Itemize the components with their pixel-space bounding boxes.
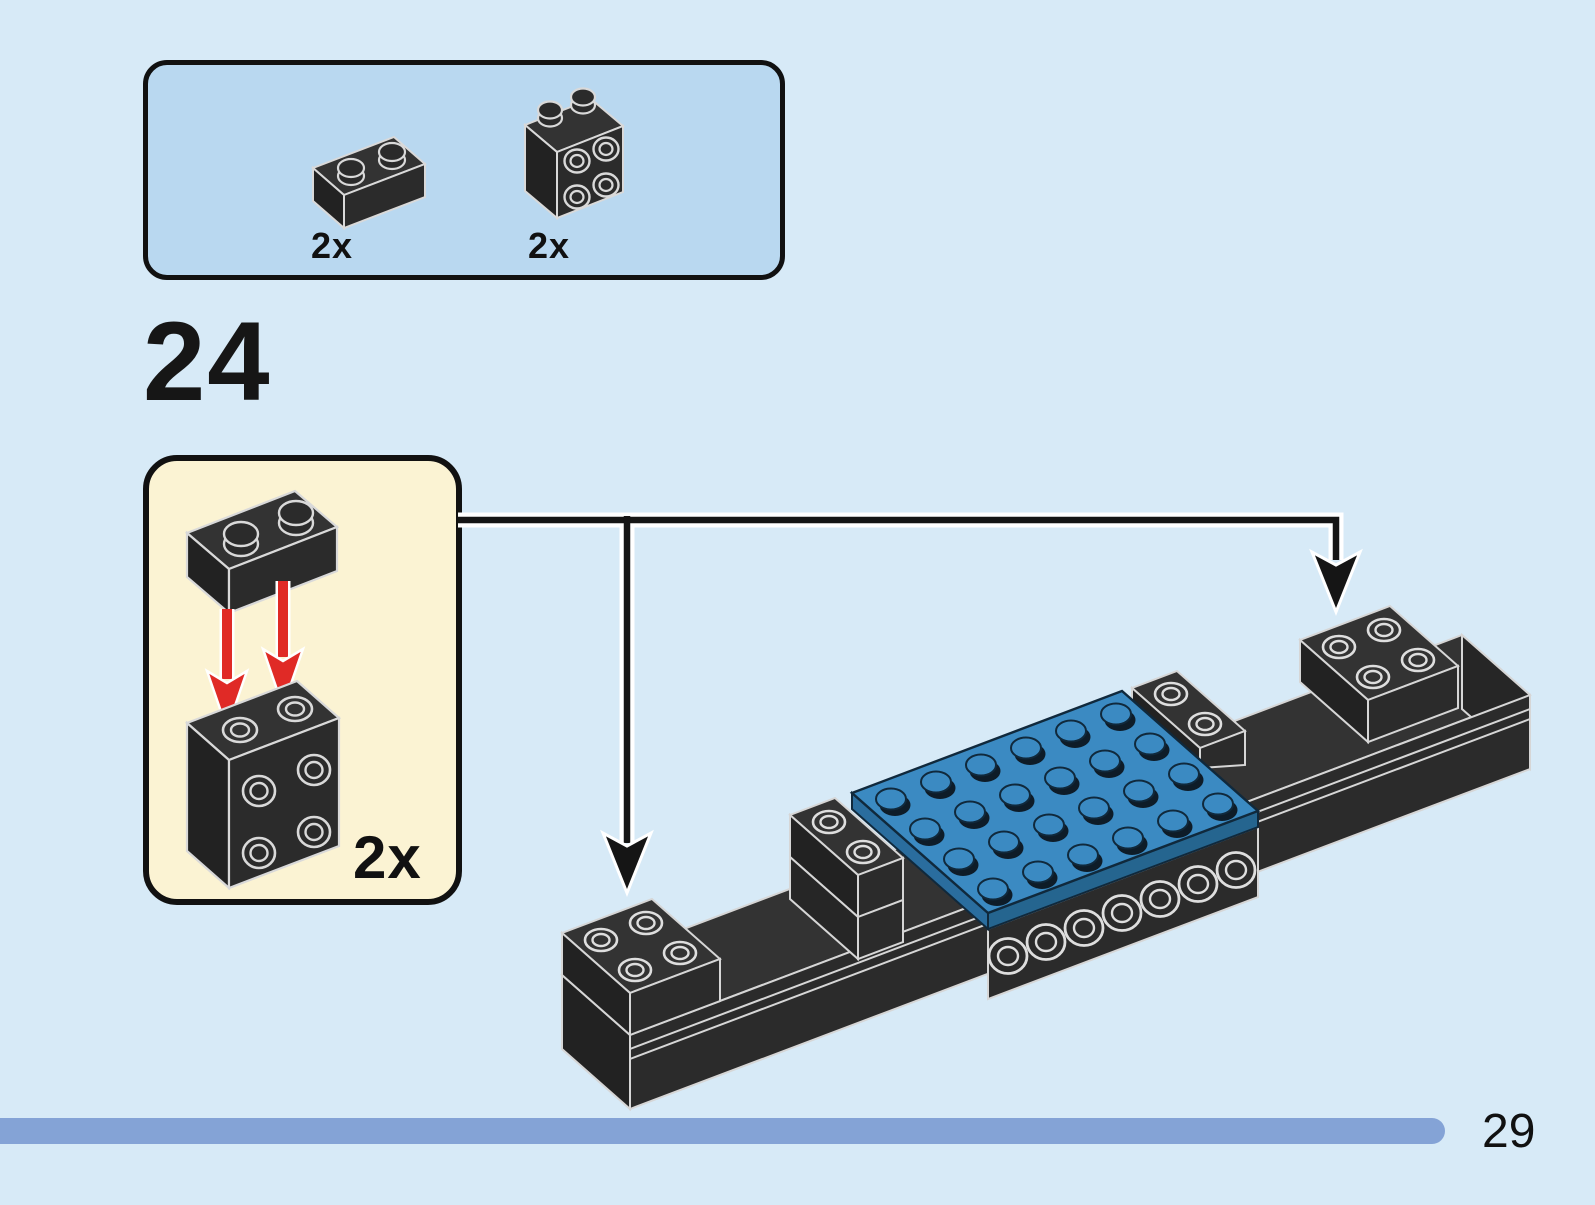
mid-left-side-stud-brick <box>788 796 905 962</box>
down-arrow-left <box>600 829 654 898</box>
red-down-arrow-right <box>260 581 306 711</box>
blue-plate-4x6 <box>849 689 1261 932</box>
assembly-callout-box: 2x <box>143 455 462 905</box>
callout-brick-side-studs-icon <box>184 679 342 891</box>
callout-diagram <box>184 489 342 891</box>
left-end-brick <box>560 897 722 1038</box>
parts-box-bricks <box>311 87 625 231</box>
side-stud-band <box>987 825 1259 1001</box>
parts-callout-box: 2x 2x <box>143 60 785 280</box>
callout-qty-label: 2x <box>353 824 422 891</box>
progress-bar <box>0 1118 1445 1144</box>
part-brick-1x2-icon <box>311 135 427 231</box>
connector-lines <box>458 512 1363 898</box>
black-rail-base <box>560 632 1532 1112</box>
mid-right-side-stud-brick <box>1130 669 1247 771</box>
right-end-brick <box>1298 604 1460 745</box>
part-qty-label-1: 2x <box>311 225 354 266</box>
page-number: 29 <box>1482 1105 1536 1158</box>
part-qty-label-2: 2x <box>528 225 571 266</box>
part-brick-1x2-side-studs-icon <box>523 87 625 221</box>
callout-brick-1x2-icon <box>184 489 340 616</box>
red-down-arrow-left <box>204 609 250 733</box>
step-number: 24 <box>143 299 272 424</box>
down-arrow-right <box>1309 548 1363 617</box>
